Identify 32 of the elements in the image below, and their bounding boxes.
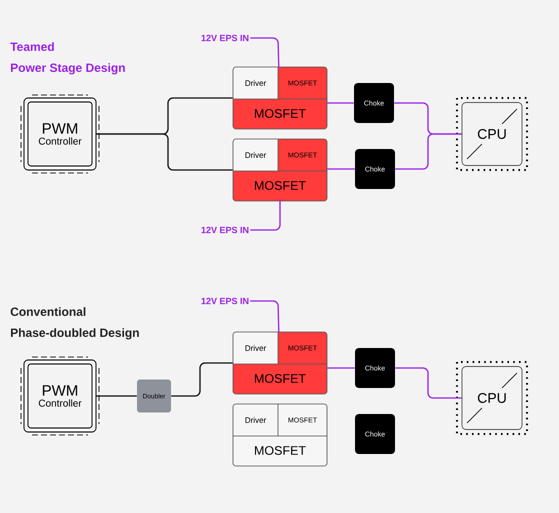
connector-line — [327, 168, 355, 170]
mosfet-cell: MOSFET — [254, 181, 306, 190]
connector-line — [395, 133, 462, 170]
mosfet-cell: MOSFET — [254, 109, 306, 118]
mosfet-cell: MOSFET — [254, 374, 306, 383]
driver-cell: Driver — [246, 345, 266, 351]
connector-line — [96, 133, 233, 171]
controller-chip: PWM Controller — [20, 94, 100, 174]
controller-chip: PWM Controller — [20, 356, 100, 436]
driver-cell: Driver — [246, 152, 266, 158]
cpu-chip: CPU — [456, 97, 528, 171]
power-stage-box — [232, 332, 328, 394]
connector-line — [250, 37, 280, 68]
power-stage-box — [232, 138, 328, 202]
mosfet-cell: MOSFET — [254, 446, 306, 455]
connector-line — [96, 395, 137, 397]
power-stage-box — [232, 66, 328, 130]
connector-line — [395, 367, 462, 399]
driver-cell: Driver — [246, 417, 266, 423]
power-input-label: 12V EPS IN — [202, 298, 248, 304]
connector-line — [171, 362, 233, 397]
power-input-label: 12V EPS IN — [202, 226, 248, 234]
connector-line — [250, 300, 280, 333]
connector-line — [327, 367, 355, 369]
section-heading: Conventional Phase-doubled Design — [10, 307, 139, 340]
driver-cell: Driver — [246, 80, 266, 86]
power-input-label: 12V EPS IN — [202, 34, 248, 42]
connector-line — [327, 102, 354, 104]
cpu-chip: CPU — [456, 361, 528, 435]
section-heading: Teamed Power Stage Design — [10, 42, 125, 74]
power-stage-box — [232, 404, 328, 466]
connector-line — [250, 199, 281, 231]
